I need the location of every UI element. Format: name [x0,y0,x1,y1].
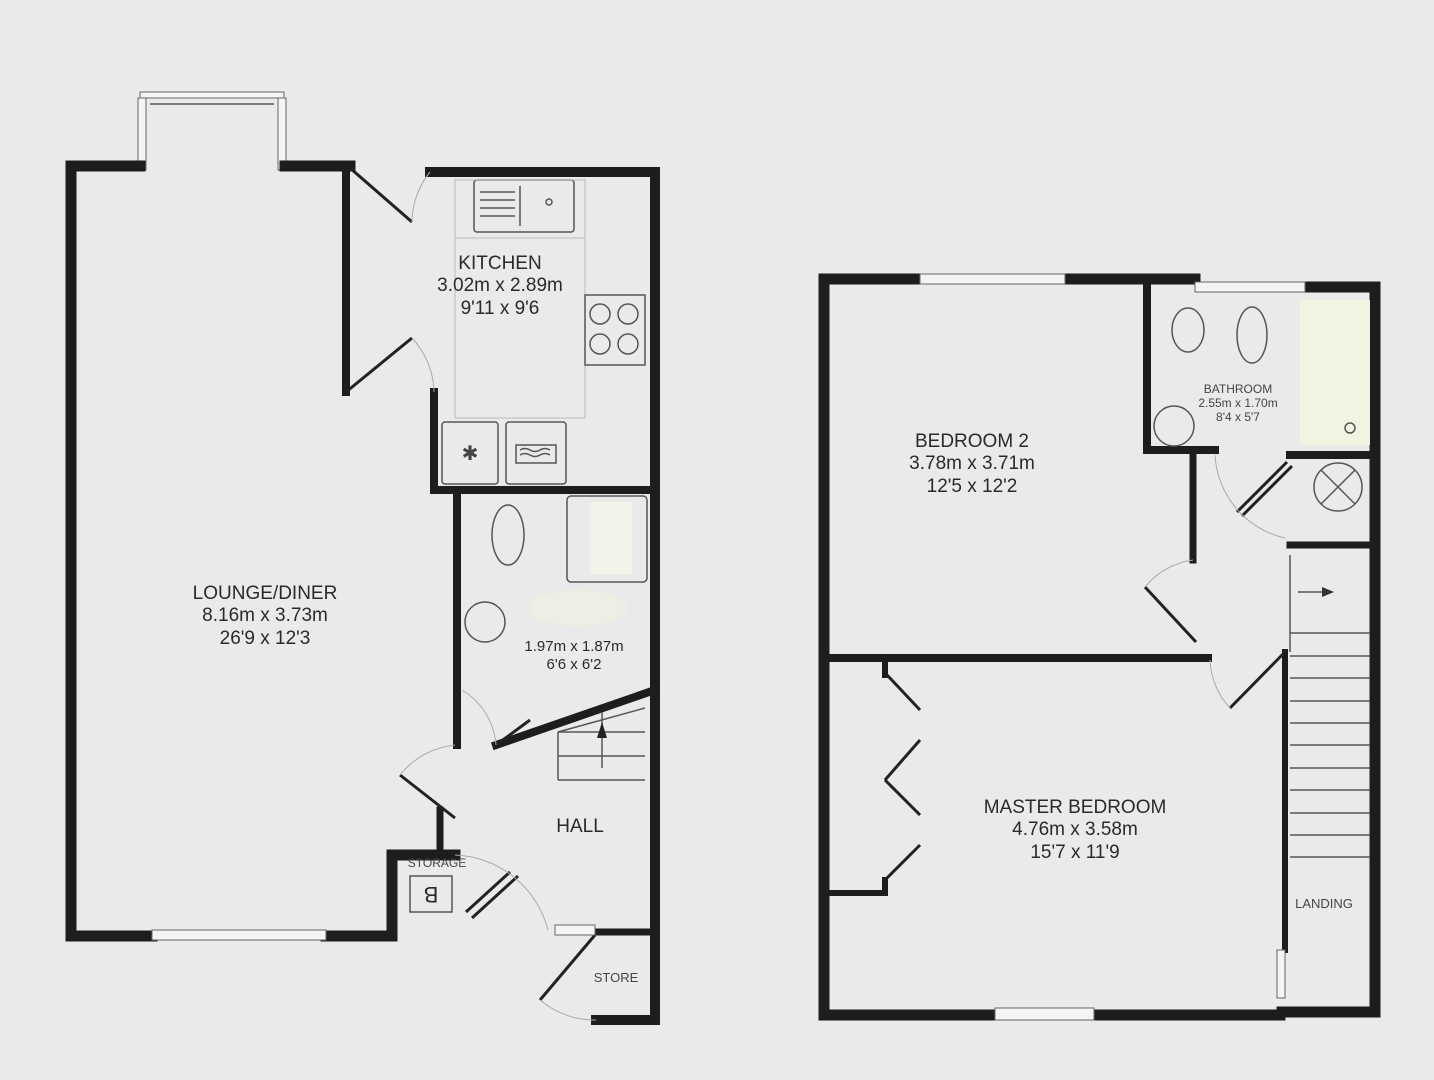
room-metric: 2.55m x 1.70m [1198,396,1278,411]
first-floor [818,273,1381,1021]
room-metric: 4.76m x 3.58m [1012,819,1138,841]
room-label-bathroom: BATHROOM 2.55m x 1.70m 8'4 x 5'7 [1198,382,1277,424]
room-label-storage: STORAGE [408,856,466,870]
master-door [1228,650,1287,710]
room-name: STORAGE [407,856,467,870]
room-name: MASTER BEDROOM [983,797,1167,818]
kitchen-outer-door [349,166,413,224]
room-name: STORE [593,970,639,985]
room-metric: 3.02m x 2.89m [437,275,563,297]
room-name: BEDROOM 2 [914,431,1030,452]
room-label-hall: HALL [556,816,604,838]
boiler-box [409,875,453,913]
room-imperial: 15'7 x 11'9 [1030,841,1120,863]
washing-machine-icon [505,421,567,485]
room-name: LOUNGE/DINER [192,583,338,604]
room-name: KITCHEN [458,253,542,274]
toilet-icon [491,504,525,566]
lounge-kitchen-door [345,336,413,394]
basin-icon [464,601,506,643]
room-label-bedroom2: BEDROOM 2 3.78m x 3.71m 12'5 x 12'2 [909,431,1035,498]
room-name: BATHROOM [1203,382,1273,396]
room-imperial: 26'9 x 12'3 [219,627,311,649]
cylinder-cupboard-icon [1313,462,1363,512]
bathroom-door [1235,460,1289,514]
svg-text:✱: ✱ [462,443,479,465]
stairs-up-icon [557,707,646,781]
room-imperial: 6'6 x 6'2 [546,655,602,673]
room-name: HALL [556,816,604,837]
redaction-patch [528,590,628,626]
room-label-master: MASTER BEDROOM 4.76m x 3.58m 15'7 x 11'9 [984,797,1167,864]
boiler-mark: B [423,881,439,907]
stairs-down-icon [1289,555,1370,858]
master-window [994,1007,1095,1021]
room-metric: 1.97m x 1.87m [524,638,624,655]
shower-tray-icon [566,495,648,583]
room-metric: 3.78m x 3.71m [909,453,1035,475]
room-label-store: STORE [594,970,639,985]
room-imperial: 9'11 x 9'6 [460,297,540,319]
bidet-icon [1171,307,1205,353]
room-metric: 8.16m x 3.73m [202,605,328,627]
store-door [538,934,597,1001]
bath-basin-icon [1153,405,1195,447]
bedroom2-window [919,273,1066,285]
bedroom2-door [1143,585,1198,644]
room-label-lounge: LOUNGE/DINER 8.16m x 3.73m 26'9 x 12'3 [193,583,338,650]
room-label-kitchen: KITCHEN 3.02m x 2.89m 9'11 x 9'6 [437,253,563,320]
kitchen-sink-icon [473,179,575,233]
bay-window [137,91,287,171]
room-label-landing: LANDING [1295,896,1353,911]
room-label-shower: 1.97m x 1.87m 6'6 x 6'2 [524,638,623,673]
lounge-window [151,929,327,941]
lounge-hall-door [399,773,456,820]
room-name: LANDING [1295,896,1353,911]
hob-icon [584,294,646,366]
room-imperial: 12'5 x 12'2 [926,475,1018,497]
bathroom-window [1194,281,1306,293]
bath-patch [1300,300,1370,445]
front-door [464,870,512,914]
ground-floor: ✱ [65,91,661,1025]
wardrobe-bifold-doors [829,659,922,896]
room-imperial: 8'4 x 5'7 [1216,410,1260,425]
fridge-icon: ✱ [441,421,499,485]
bath-toilet-icon [1236,306,1268,364]
